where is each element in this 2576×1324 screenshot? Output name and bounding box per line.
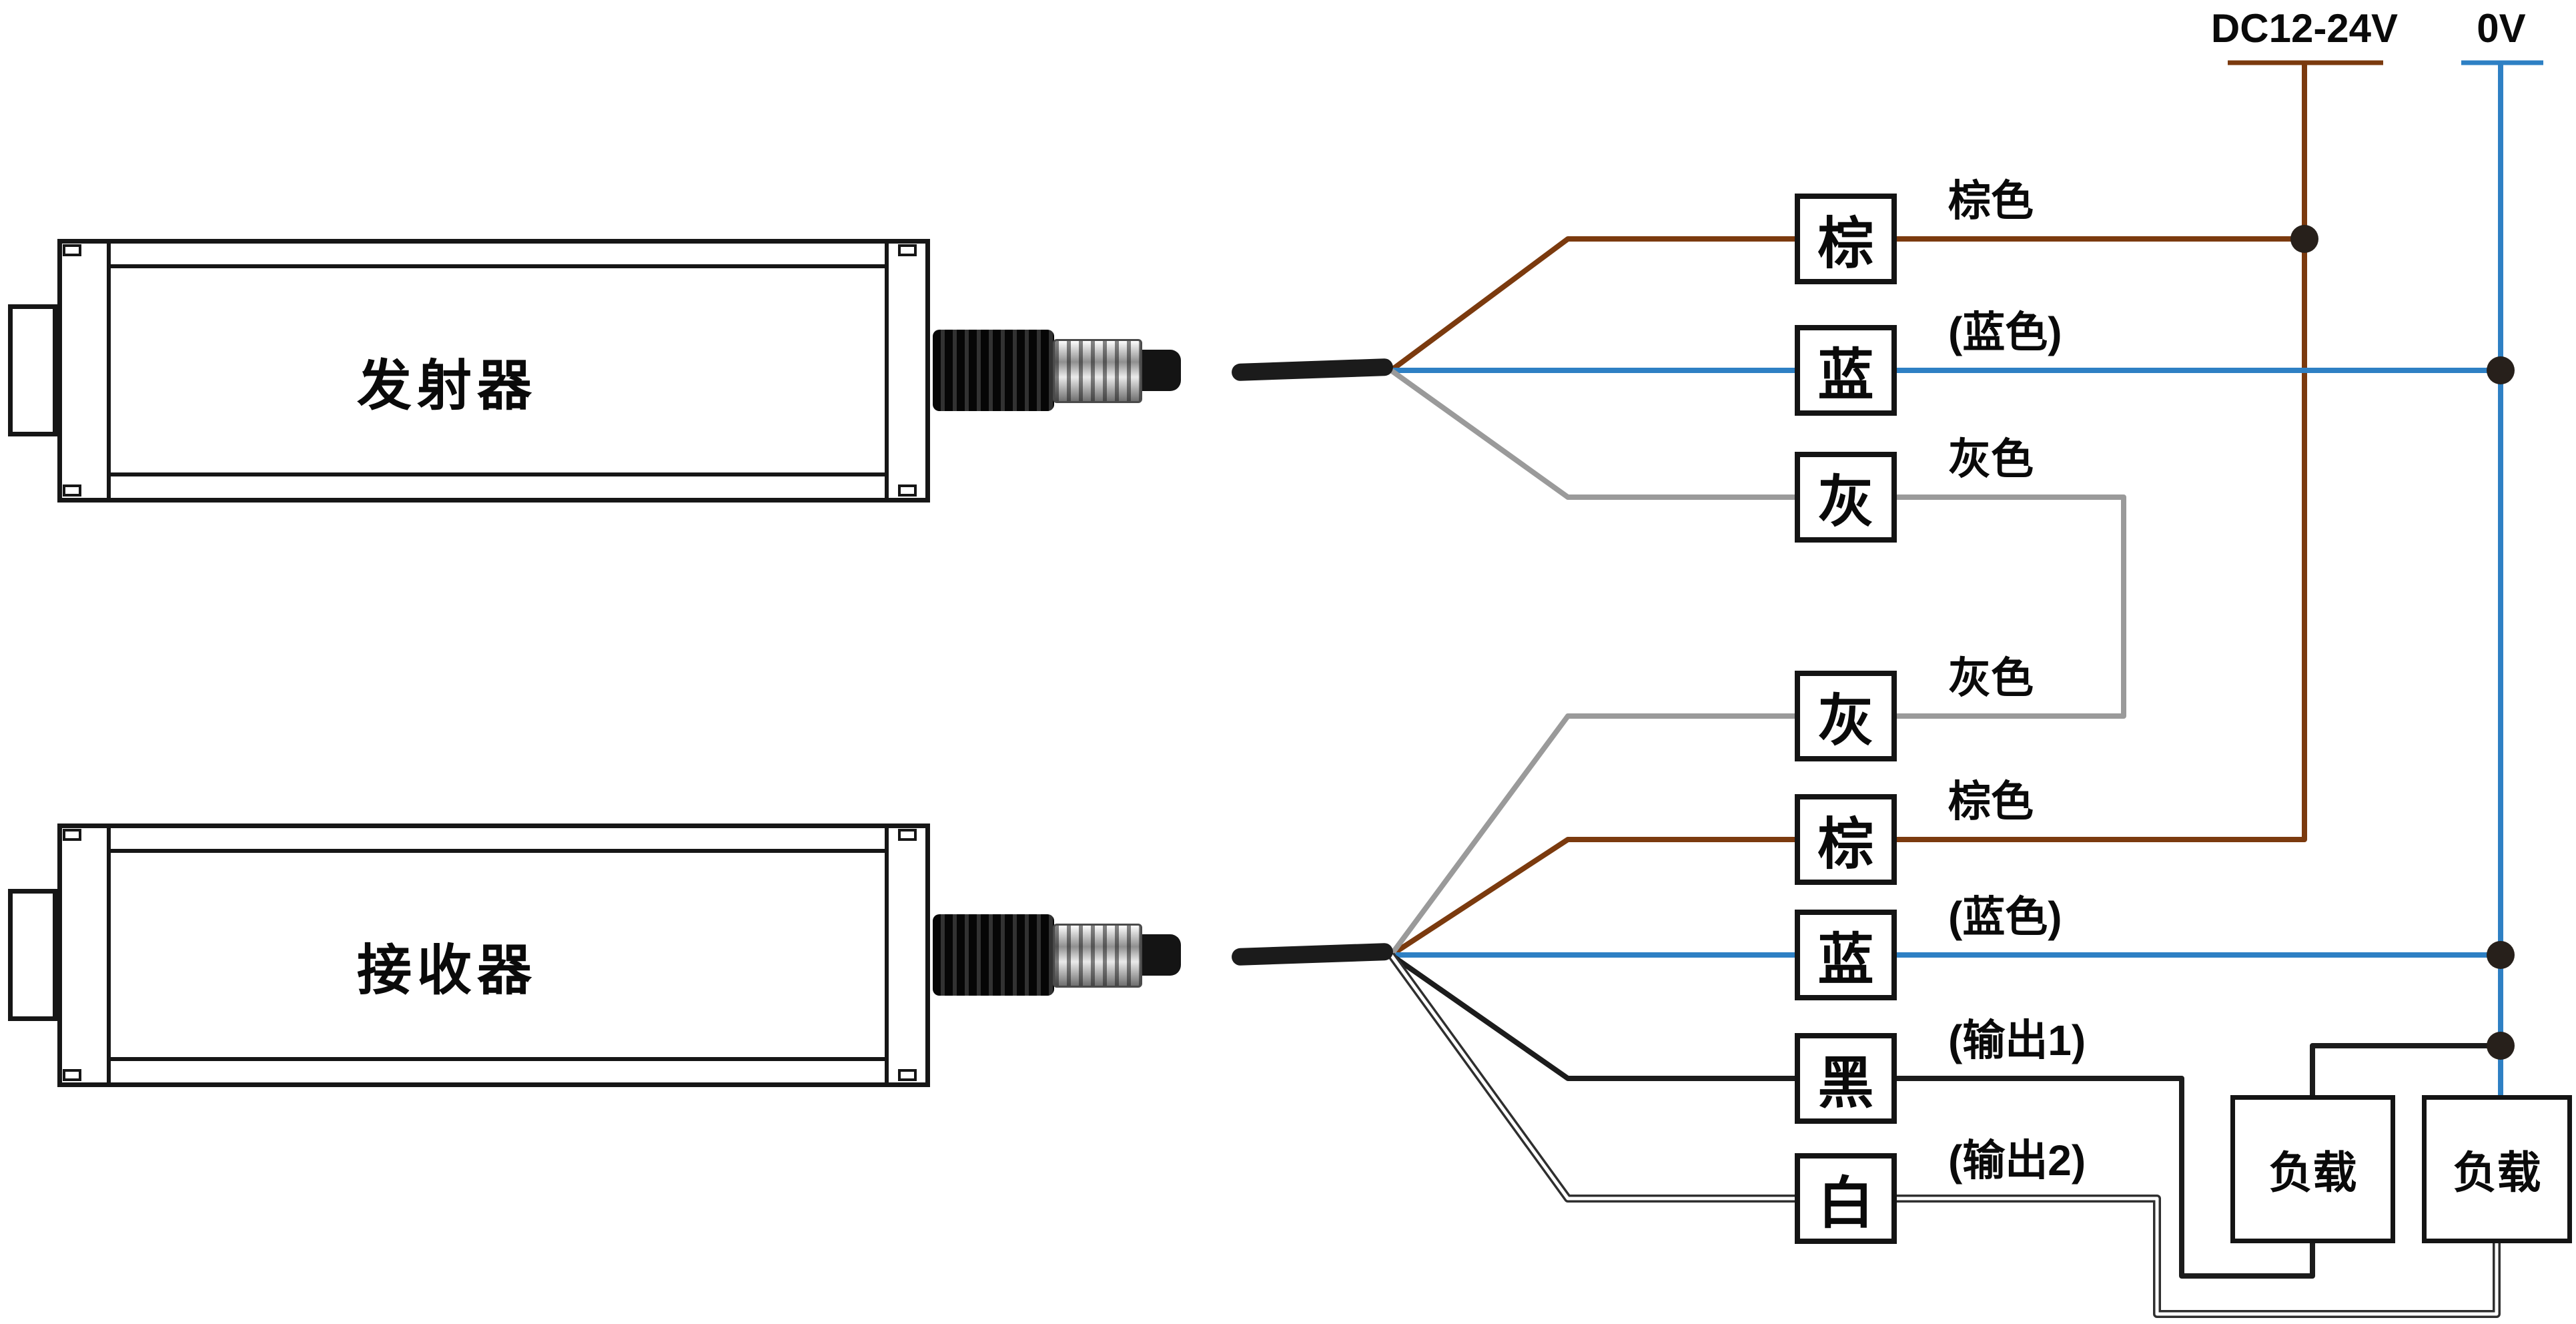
- black-wire-group: [1389, 952, 2501, 1279]
- receiver-black-wire: [1389, 952, 1795, 1081]
- emitter-profile-line-top: [111, 264, 885, 268]
- receiver-label: 接收器: [356, 940, 537, 1001]
- wire-char: 棕: [1817, 812, 1874, 876]
- wire-label-receiver-gray: 灰色: [1948, 654, 2034, 702]
- receiver-gray-wire: [1388, 713, 1795, 957]
- wire-char: 蓝: [1817, 343, 1874, 406]
- junction-dot-dc-emitter: [2290, 225, 2318, 253]
- wire-box-receiver-gray: 灰: [1795, 671, 1897, 761]
- white-wire-core: [1389, 954, 2499, 1316]
- junction-dot-0v-emitter: [2487, 356, 2515, 384]
- wire-char: 白: [1817, 1171, 1874, 1235]
- emitter-mount-bracket: [8, 304, 57, 436]
- white-to-load2-inner: [1897, 1197, 2499, 1316]
- emitter-brown-wire: [1389, 236, 1795, 373]
- dc-power-label: DC12-24V: [2210, 6, 2399, 51]
- wire-box-receiver-white: 白: [1795, 1153, 1897, 1244]
- receiver-white-wire-inner: [1389, 954, 1795, 1201]
- emitter-notch-tl: [63, 244, 81, 256]
- dc-rail: [1897, 63, 2307, 842]
- emitter-label: 发射器: [356, 355, 537, 416]
- wire-char: 棕: [1817, 212, 1874, 275]
- wire-label-receiver-white: (输出2): [1948, 1136, 2086, 1185]
- wire-char: 灰: [1817, 470, 1874, 533]
- receiver-body: [57, 823, 930, 1087]
- sync-loop-wire: [1897, 494, 2126, 719]
- white-to-load2-outer: [1897, 1195, 2501, 1318]
- emitter-endcap-right: [885, 244, 889, 498]
- receiver-notch-tr: [898, 829, 917, 841]
- blue-wire-group: [1391, 60, 2543, 1095]
- emitter-gray-wire: [1389, 368, 1795, 500]
- emitter-cable-stub: [1142, 350, 1181, 391]
- receiver-notch-br: [898, 1069, 917, 1081]
- junction-dots: [2290, 225, 2515, 1060]
- wire-box-receiver-blue: 蓝: [1795, 910, 1897, 1000]
- junction-dot-0v-load1: [2487, 1032, 2515, 1060]
- wire-label-emitter-blue: (蓝色): [1948, 308, 2062, 356]
- brown-wire-group: [1389, 60, 2383, 958]
- emitter-connector: [1053, 339, 1142, 403]
- receiver-cable-stub: [1142, 934, 1181, 976]
- load1-label: 负载: [2268, 1148, 2357, 1197]
- wire-char: 蓝: [1817, 928, 1874, 991]
- wire-label-receiver-brown: 棕色: [1948, 777, 2034, 825]
- wire-label-receiver-blue: (蓝色): [1948, 893, 2062, 941]
- emitter-body: [57, 239, 930, 503]
- wire-char: 灰: [1817, 689, 1874, 752]
- receiver-profile-line-top: [111, 849, 885, 853]
- wire-label-receiver-black: (输出1): [1948, 1016, 2086, 1064]
- receiver-connector: [1053, 924, 1142, 988]
- wire-label-emitter-gray: 灰色: [1948, 435, 2034, 483]
- wire-label-emitter-brown: 棕色: [1948, 177, 2034, 225]
- receiver-endcap-left: [107, 828, 111, 1082]
- load2-label: 负载: [2453, 1148, 2541, 1197]
- wire-box-emitter-gray: 灰: [1795, 452, 1897, 543]
- zero-volt-label: 0V: [2477, 6, 2526, 51]
- receiver-mount-bracket: [8, 889, 57, 1021]
- gray-wire-group: [1388, 368, 2126, 957]
- emitter-notch-br: [898, 484, 917, 496]
- wire-box-emitter-brown: 棕: [1795, 194, 1897, 284]
- junction-dot-0v-receiver: [2487, 941, 2515, 969]
- emitter-endcap-left: [107, 244, 111, 498]
- receiver-profile-line-bottom: [111, 1057, 885, 1061]
- black-to-load1: [1897, 1076, 2315, 1279]
- wire-char: 黑: [1817, 1051, 1874, 1114]
- wire-box-receiver-brown: 棕: [1795, 794, 1897, 885]
- receiver-brown-wire: [1389, 837, 1795, 958]
- load1-to-rail: [2310, 1043, 2501, 1095]
- load2-box: 负载: [2422, 1095, 2572, 1243]
- receiver-notch-tl: [63, 829, 81, 841]
- emitter-profile-line-bottom: [111, 472, 885, 476]
- load1-box: 负载: [2230, 1095, 2395, 1243]
- emitter-cable-gland: [933, 330, 1054, 411]
- emitter-notch-tr: [898, 244, 917, 256]
- receiver-endcap-right: [885, 828, 889, 1082]
- emitter-notch-bl: [63, 484, 81, 496]
- receiver-notch-bl: [63, 1069, 81, 1081]
- receiver-cable-gland: [933, 914, 1054, 996]
- wire-box-emitter-blue: 蓝: [1795, 325, 1897, 416]
- wire-box-receiver-black: 黑: [1795, 1033, 1897, 1124]
